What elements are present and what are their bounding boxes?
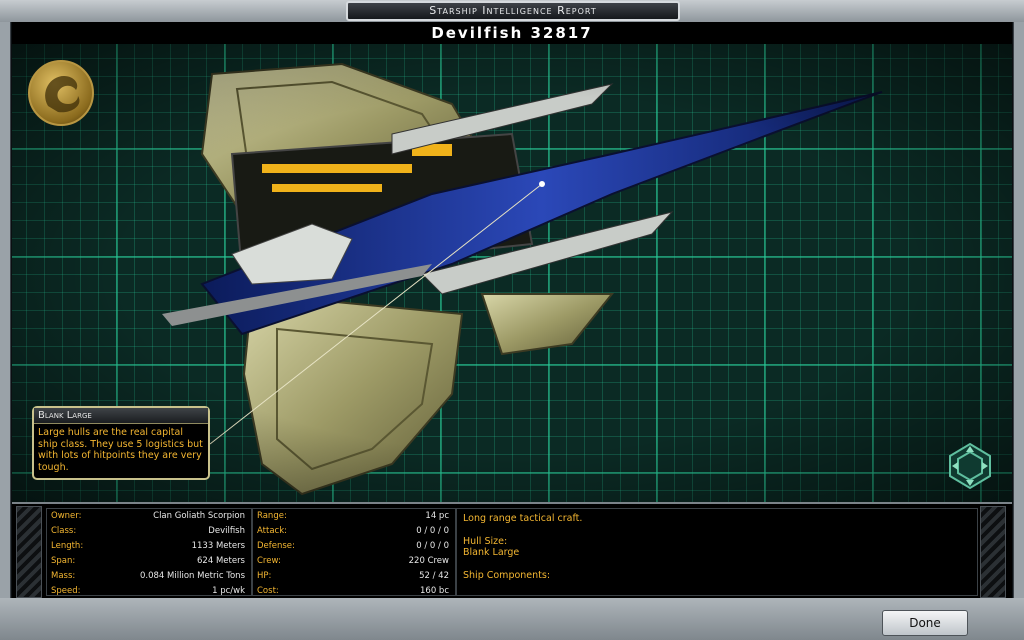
window-title: Starship Intelligence Report bbox=[346, 1, 680, 21]
stat-row: Range: 14 pc bbox=[253, 509, 455, 524]
stat-label: Cost: bbox=[257, 586, 279, 596]
stat-value: 0 / 0 / 0 bbox=[416, 541, 449, 551]
stat-label: Span: bbox=[51, 556, 76, 566]
stat-row: Crew: 220 Crew bbox=[253, 554, 455, 569]
stat-row: Cost: 160 bc bbox=[253, 584, 455, 599]
stat-value: 1 pc/wk bbox=[212, 586, 245, 596]
stat-row: Mass: 0.084 Million Metric Tons bbox=[47, 569, 251, 584]
stat-label: Crew: bbox=[257, 556, 281, 566]
hull-size-label: Hull Size: bbox=[463, 535, 508, 547]
done-button[interactable]: Done bbox=[882, 610, 968, 636]
faction-emblem-icon bbox=[28, 60, 94, 126]
stat-value: 52 / 42 bbox=[419, 571, 449, 581]
ship-components-label: Ship Components: bbox=[463, 569, 551, 581]
stat-value: Devilfish bbox=[208, 526, 245, 536]
bottom-bar bbox=[0, 598, 1024, 640]
stat-value: 1133 Meters bbox=[191, 541, 245, 551]
stat-row: Owner: Clan Goliath Scorpion bbox=[47, 509, 251, 524]
stat-label: Class: bbox=[51, 526, 77, 536]
stat-row: Length: 1133 Meters bbox=[47, 539, 251, 554]
stat-label: Defense: bbox=[257, 541, 295, 551]
stat-label: Owner: bbox=[51, 511, 82, 521]
stat-label: HP: bbox=[257, 571, 272, 581]
stat-label: Mass: bbox=[51, 571, 76, 581]
tooltip-title: Blank Large bbox=[34, 408, 208, 424]
stats-column-left: Owner: Clan Goliath Scorpion Class: Devilf… bbox=[46, 508, 252, 596]
right-hatch-decoration bbox=[980, 506, 1006, 598]
stat-row: Class: Devilfish bbox=[47, 524, 251, 539]
stat-label: Length: bbox=[51, 541, 84, 551]
ship-description-box: Long range tactical craft. Hull Size: Bl… bbox=[456, 508, 978, 596]
stat-row: Defense: 0 / 0 / 0 bbox=[253, 539, 455, 554]
stat-value: 0 / 0 / 0 bbox=[416, 526, 449, 536]
stat-label: Speed: bbox=[51, 586, 81, 596]
ship-stats-panel: Owner: Clan Goliath Scorpion Class: Devilf… bbox=[12, 502, 1012, 600]
stat-label: Attack: bbox=[257, 526, 287, 536]
stat-value: Clan Goliath Scorpion bbox=[153, 511, 245, 521]
tooltip-body: Large hulls are the real capital ship cl… bbox=[38, 427, 203, 473]
ship-summary: Long range tactical craft. bbox=[463, 513, 583, 524]
stats-column-right: Range: 14 pc Attack: 0 / 0 / 0 Defense: 0 /… bbox=[252, 508, 456, 596]
left-hatch-decoration bbox=[16, 506, 42, 598]
stat-row: HP: 52 / 42 bbox=[253, 569, 455, 584]
stat-value: 624 Meters bbox=[197, 556, 245, 566]
stat-label: Range: bbox=[257, 511, 287, 521]
stat-value: 14 pc bbox=[425, 511, 449, 521]
rotate-view-icon[interactable] bbox=[946, 442, 994, 490]
stat-value: 0.084 Million Metric Tons bbox=[140, 571, 245, 581]
stat-row: Attack: 0 / 0 / 0 bbox=[253, 524, 455, 539]
stat-row: Span: 624 Meters bbox=[47, 554, 251, 569]
ship-name-title: Devilfish 32817 bbox=[12, 22, 1012, 45]
stat-value: 160 bc bbox=[420, 586, 449, 596]
stat-row: Speed: 1 pc/wk bbox=[47, 584, 251, 599]
hull-size-value: Blank Large bbox=[463, 547, 520, 558]
component-tooltip: Blank Large Large hulls are the real cap… bbox=[32, 406, 210, 480]
stat-value: 220 Crew bbox=[408, 556, 449, 566]
